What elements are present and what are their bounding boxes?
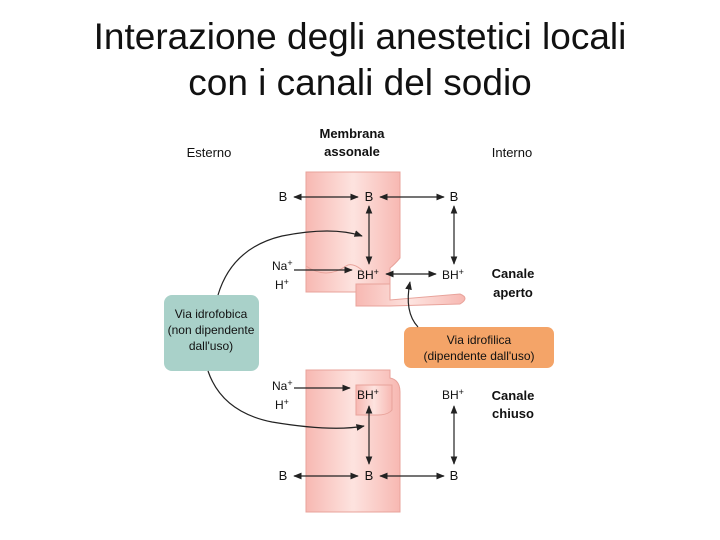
closed-channel-label-line-1: Canale — [492, 388, 535, 403]
hydrophobic-line-3: dall'uso) — [189, 339, 233, 353]
hydrophobic-pathway-box — [164, 295, 259, 371]
base-bottom-outside: B — [279, 468, 288, 483]
cation-closed-membrane: BH+ — [357, 387, 379, 402]
hydrophilic-line-2: (dipendente dall'uso) — [423, 349, 534, 363]
hydrophobic-line-2: (non dipendente — [168, 323, 255, 337]
base-bottom-membrane: B — [365, 468, 374, 483]
cation-open-membrane: BH+ — [357, 267, 379, 282]
hydrophobic-line-1: Via idrofobica — [175, 307, 248, 321]
open-channel-label-line-2: aperto — [493, 285, 533, 300]
base-top-outside: B — [279, 189, 288, 204]
cation-open-inside: BH+ — [442, 267, 464, 282]
arrow-hydrophobic-upper — [217, 230, 363, 296]
outside-label: Esterno — [187, 145, 232, 160]
base-top-membrane: B — [365, 189, 374, 204]
open-channel-curve — [305, 264, 363, 274]
arrow-hydrophobic-lower — [207, 370, 365, 431]
membrane-label-line-1: Membrana — [319, 126, 385, 141]
arrow-hydrophilic-to-gate — [405, 281, 419, 328]
title-line-1: Interazione degli anestetici locali — [93, 16, 627, 57]
sodium-open: Na+ — [272, 258, 293, 273]
membrane-label-line-2: assonale — [324, 144, 380, 159]
closed-channel-label-line-2: chiuso — [492, 406, 534, 421]
membrane-closed-channel-gate — [355, 384, 393, 416]
hydrogen-closed: H+ — [275, 397, 289, 412]
hydrophilic-line-1: Via idrofilica — [447, 333, 512, 347]
membrane-upper-segment — [305, 171, 401, 293]
sodium-closed: Na+ — [272, 378, 293, 393]
hydrophilic-pathway-box — [404, 327, 554, 368]
slide-title: Interazione degli anestetici locali con … — [0, 14, 720, 106]
membrane-open-channel-gate — [355, 283, 466, 307]
cation-closed-inside: BH+ — [442, 387, 464, 402]
base-bottom-inside: B — [450, 468, 459, 483]
base-top-inside: B — [450, 189, 459, 204]
hydrogen-open: H+ — [275, 277, 289, 292]
inside-label: Interno — [492, 145, 532, 160]
title-line-2: con i canali del sodio — [188, 62, 532, 103]
open-channel-label-line-1: Canale — [492, 266, 535, 281]
